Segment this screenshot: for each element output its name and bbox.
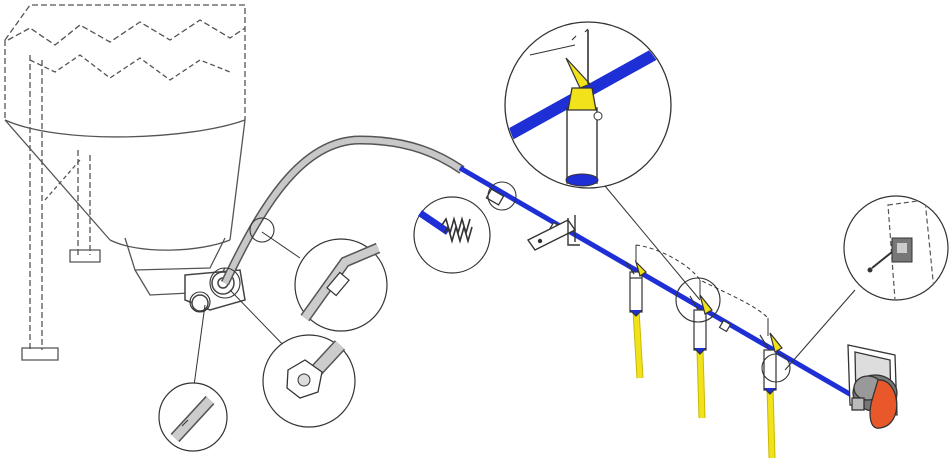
- control-wire: [635, 244, 769, 319]
- silo: [4, 4, 246, 361]
- boot-outlet-detail: [262, 334, 356, 428]
- drive-motor: [847, 344, 898, 429]
- callout-leaders: [192, 167, 856, 394]
- tube-coupling-detail: [294, 238, 388, 332]
- control-switch-detail: [843, 195, 949, 301]
- shutoff-detail: [504, 21, 672, 189]
- feed-line-tube: [458, 165, 862, 403]
- auger-spring-detail: [413, 196, 491, 274]
- drop-tube: [632, 309, 776, 459]
- callout-markers: [189, 181, 791, 383]
- slide-shutoff: [625, 245, 783, 395]
- boot-hopper: [184, 269, 246, 312]
- boot-seal-detail: [158, 382, 228, 452]
- suspension-bracket: [526, 215, 580, 251]
- flexible-auger-tube: [220, 135, 465, 285]
